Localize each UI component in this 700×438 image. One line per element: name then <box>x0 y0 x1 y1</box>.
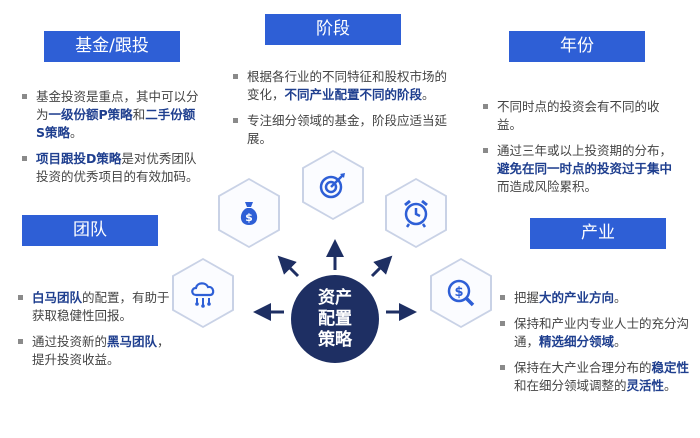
highlight-text: 黑马团队 <box>107 334 158 349</box>
highlight-text: 稳定性 <box>651 360 690 375</box>
bullet-text: 。 <box>70 125 83 140</box>
bullet-text: 根据各行业的不同特征和股权市场的变化， <box>247 69 448 102</box>
fund-bullet-item: 项目跟投D策略是对优秀团队投资的优秀项目的有效加码。 <box>22 150 202 186</box>
year-bullet-item: 通过三年或以上投资期的分布， 避免在同一时点的投资过于集中而造成风险累积。 <box>483 142 678 196</box>
highlight-text: 大的产业方向 <box>539 290 615 305</box>
center-label: 资产配置策略 <box>318 287 352 350</box>
bullet-text: 而造成风险累积。 <box>497 179 598 194</box>
stage-bullet-item: 专注细分领域的基金，阶段应适当延展。 <box>233 112 453 148</box>
asset-allocation-strategy-center: 资产配置策略 <box>291 275 379 363</box>
bullet-square-icon <box>500 321 505 326</box>
highlight-text: 项目跟投D策略 <box>36 151 122 166</box>
bullet-square-icon <box>483 104 488 109</box>
cloud-network-icon <box>191 282 215 308</box>
bullet-text: 专注细分领域的基金，阶段应适当延展。 <box>247 113 448 146</box>
bullet-square-icon <box>233 74 238 79</box>
team-text-block: 白马团队的配置，有助于获取稳健性回报。通过投资新的黑马团队，提升投资收益。 <box>18 289 178 377</box>
dollar-search-icon-hex: $ <box>430 258 492 328</box>
bullet-text: 。 <box>614 334 627 349</box>
highlight-text: 二手份额S策略 <box>36 107 196 140</box>
dollar-search-icon: $ <box>447 279 475 307</box>
tag-industry: 产业 <box>530 218 666 249</box>
bullet-text: 和在细分领域调整的 <box>514 378 627 393</box>
year-text-block: 不同时点的投资会有不同的收益。通过三年或以上投资期的分布， 避免在同一时点的投资过… <box>483 98 678 204</box>
bullet-text: 基金投资是重点，其中可以分为 <box>36 89 199 122</box>
bullet-square-icon <box>483 148 488 153</box>
highlight-text: 白马团队 <box>32 290 83 305</box>
alarm-clock-icon-hex <box>385 178 447 248</box>
highlight-text: 避免在同一时点的投资过于集中 <box>497 161 673 176</box>
bullet-text: 的配置，有助于获取稳健性回报。 <box>32 290 170 323</box>
bullet-square-icon <box>500 295 505 300</box>
bullet-square-icon <box>18 339 23 344</box>
bullet-text: 不同时点的投资会有不同的收益。 <box>497 99 660 132</box>
bullet-text: 。 <box>422 87 435 102</box>
bullet-square-icon <box>18 295 23 300</box>
svg-text:$: $ <box>245 211 253 224</box>
highlight-text: 灵活性 <box>626 378 665 393</box>
bullet-text: 。 <box>664 378 677 393</box>
bullet-text: 。 <box>614 290 627 305</box>
money-bag-icon-hex: $ <box>218 178 280 248</box>
money-bag-icon: $ <box>240 202 258 225</box>
stage-bullet-item: 根据各行业的不同特征和股权市场的变化，不同产业配置不同的阶段。 <box>233 68 453 104</box>
industry-bullet-item: 把握大的产业方向。 <box>500 289 690 307</box>
year-bullet-item: 不同时点的投资会有不同的收益。 <box>483 98 678 134</box>
bullet-text: ，提升投资收益。 <box>32 334 170 367</box>
bullet-square-icon <box>22 156 27 161</box>
bullet-text: 通过投资新的 <box>32 334 108 349</box>
highlight-text: 一级份额P策略 <box>48 107 133 122</box>
tag-year: 年份 <box>509 31 645 62</box>
bullet-text: 保持和产业内专业人士的充分沟通， <box>514 316 690 349</box>
bullet-text: 是对优秀团队投资的优秀项目的有效加码。 <box>36 151 199 184</box>
bullet-text: 把握 <box>514 290 540 305</box>
bullet-square-icon <box>500 365 505 370</box>
team-bullet-item: 白马团队的配置，有助于获取稳健性回报。 <box>18 289 178 325</box>
target-icon-hex <box>302 150 364 220</box>
target-icon <box>319 173 345 199</box>
alarm-clock-icon <box>404 199 428 228</box>
highlight-text: 精选细分领域 <box>539 334 615 349</box>
arrow-up-left <box>277 255 300 278</box>
bullet-text: 和 <box>132 107 146 122</box>
industry-text-block: 把握大的产业方向。保持和产业内专业人士的充分沟通，精选细分领域。保持在大产业合理… <box>500 289 690 403</box>
arrow-up-right <box>370 255 393 278</box>
fund-bullet-item: 基金投资是重点，其中可以分为一级份额P策略和二手份额S策略。 <box>22 88 202 142</box>
tag-team: 团队 <box>22 215 158 246</box>
cloud-network-icon-hex <box>172 258 234 328</box>
bullet-text: 保持在大产业合理分布的 <box>514 360 652 375</box>
industry-bullet-item: 保持和产业内专业人士的充分沟通，精选细分领域。 <box>500 315 690 351</box>
fund-text-block: 基金投资是重点，其中可以分为一级份额P策略和二手份额S策略。项目跟投D策略是对优… <box>22 88 202 194</box>
bullet-square-icon <box>233 118 238 123</box>
bullet-text: 通过三年或以上投资期的分布， <box>497 143 673 158</box>
tag-fund-follow: 基金/跟投 <box>44 31 180 62</box>
industry-bullet-item: 保持在大产业合理分布的稳定性和在细分领域调整的灵活性。 <box>500 359 690 395</box>
svg-text:$: $ <box>454 285 463 300</box>
tag-stage: 阶段 <box>265 14 401 45</box>
team-bullet-item: 通过投资新的黑马团队，提升投资收益。 <box>18 333 178 369</box>
bullet-square-icon <box>22 94 27 99</box>
stage-text-block: 根据各行业的不同特征和股权市场的变化，不同产业配置不同的阶段。专注细分领域的基金… <box>233 68 453 156</box>
highlight-text: 不同产业配置不同的阶段 <box>284 87 423 102</box>
